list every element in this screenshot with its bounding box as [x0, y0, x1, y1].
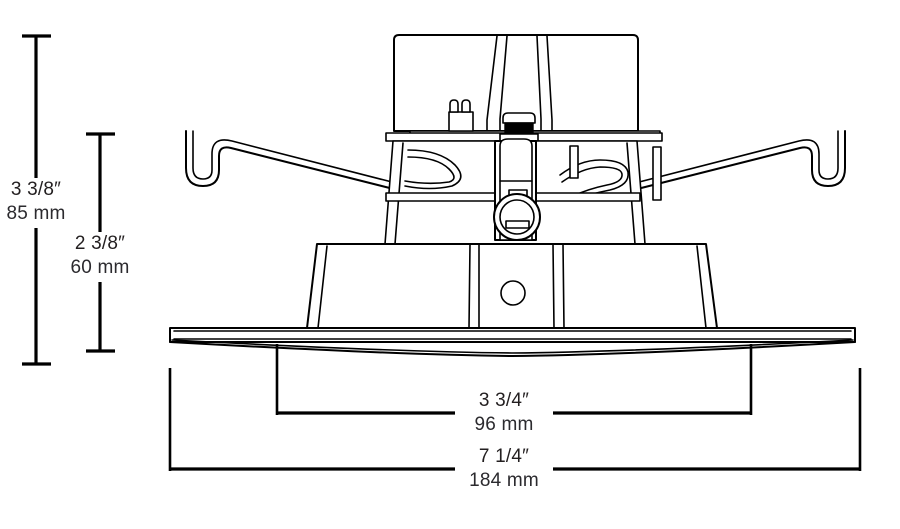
dimension-overall-height-imperial: 3 3/8″ — [11, 179, 61, 200]
trim-flange — [169, 327, 856, 357]
torsion-spring-clip-left — [185, 130, 498, 216]
dimension-housing-height: 2 3/8″ 60 mm — [70, 132, 129, 353]
mounting-bracket — [385, 99, 663, 142]
torsion-spring-clip-right — [533, 130, 846, 216]
dimension-overall-height-metric: 85 mm — [6, 203, 65, 224]
dimension-flange-metric: 184 mm — [469, 470, 539, 491]
dimension-aperture-metric: 96 mm — [474, 414, 533, 435]
dimension-aperture-imperial: 3 3/4″ — [479, 390, 529, 411]
dimension-housing-height-metric: 60 mm — [70, 257, 129, 278]
dimension-overall-height: 3 3/8″ 85 mm — [6, 34, 65, 366]
housing-can — [306, 243, 718, 329]
dimension-housing-height-imperial: 2 3/8″ — [75, 233, 125, 254]
dimension-flange-imperial: 7 1/4″ — [479, 446, 529, 467]
dimension-flange-width: 7 1/4″ 184 mm — [168, 368, 862, 491]
lamp-socket — [493, 138, 541, 241]
dimension-aperture-width: 3 3/4″ 96 mm — [275, 344, 753, 435]
product-drawing — [169, 34, 856, 357]
